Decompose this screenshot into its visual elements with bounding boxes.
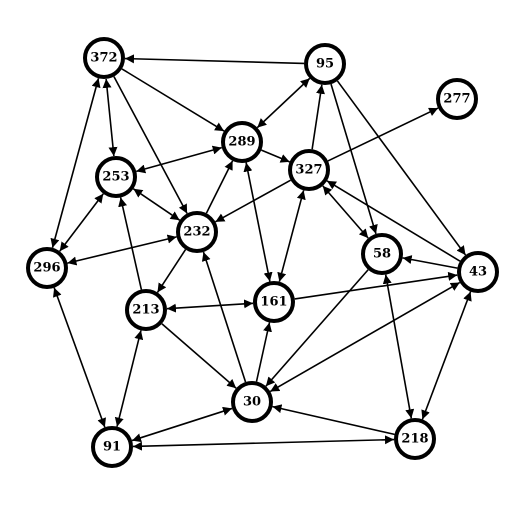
- node-label: 218: [401, 432, 428, 447]
- node-253: 253: [95, 156, 137, 198]
- edge-232-213: [156, 249, 187, 293]
- node-label: 58: [373, 247, 391, 262]
- node-label: 296: [33, 261, 60, 276]
- edge-layer: [50, 54, 472, 451]
- node-label: 213: [132, 303, 159, 318]
- node-289: 289: [221, 121, 263, 163]
- edge-296-91: [53, 287, 106, 428]
- edge-43-327: [326, 180, 461, 262]
- node-circle: [231, 381, 273, 423]
- node-label: 30: [243, 395, 261, 410]
- node-296: 296: [26, 247, 68, 289]
- node-label: 289: [228, 135, 255, 150]
- edge-253-232: [132, 188, 181, 221]
- node-label: 91: [103, 440, 121, 455]
- edge-289-253: [136, 145, 222, 174]
- edge-213-161: [166, 299, 254, 313]
- node-213: 213: [125, 289, 167, 331]
- node-circle: [394, 418, 436, 460]
- edge-327-58: [322, 185, 369, 239]
- node-label: 327: [295, 163, 322, 178]
- edge-289-327: [261, 149, 290, 163]
- edge-30-232: [201, 251, 247, 383]
- node-circle: [95, 156, 137, 198]
- edge-327-161: [277, 190, 306, 282]
- edge-30-161: [255, 322, 272, 382]
- node-label: 372: [90, 51, 117, 66]
- edge-213-91: [114, 330, 144, 427]
- edge-253-296: [59, 193, 104, 252]
- edge-95-43: [336, 80, 467, 256]
- node-circle: [221, 121, 263, 163]
- edge-372-253: [102, 78, 118, 157]
- edge-213-253: [118, 197, 143, 290]
- node-circle: [304, 43, 346, 85]
- edge-95-58: [330, 83, 378, 235]
- edge-218-91: [132, 435, 395, 451]
- node-circle: [288, 149, 330, 191]
- node-43: 43: [457, 251, 499, 293]
- edge-372-289: [121, 68, 225, 132]
- node-58: 58: [361, 233, 403, 275]
- node-circle: [26, 247, 68, 289]
- node-circle: [125, 289, 167, 331]
- edge-232-289: [205, 160, 234, 214]
- node-circle: [83, 37, 125, 79]
- node-layer: 372 95 277 289 327 253 232 296 58 43 213 161 30 91 218: [26, 37, 499, 468]
- edge-95-289: [256, 77, 311, 129]
- node-327: 327: [288, 149, 330, 191]
- edge-58-218: [382, 274, 415, 419]
- edge-327-95: [311, 84, 325, 150]
- edge-43-58: [402, 255, 458, 269]
- edge-232-296: [67, 234, 177, 266]
- edge-218-30: [272, 404, 395, 436]
- edge-30-91: [131, 406, 233, 443]
- edge-327-277: [327, 107, 439, 162]
- node-label: 43: [469, 265, 487, 280]
- node-label: 95: [316, 57, 334, 72]
- node-circle: [253, 281, 295, 323]
- edge-95-372: [124, 54, 305, 65]
- edge-43-218: [421, 291, 472, 420]
- node-372: 372: [83, 37, 125, 79]
- edge-161-43: [294, 271, 458, 300]
- node-circle: [436, 78, 478, 120]
- node-circle: [457, 251, 499, 293]
- node-label: 232: [183, 225, 210, 240]
- node-label: 161: [260, 295, 287, 310]
- node-218: 218: [394, 418, 436, 460]
- node-161: 161: [253, 281, 295, 323]
- node-circle: [361, 233, 403, 275]
- node-30: 30: [231, 381, 273, 423]
- edge-327-232: [214, 179, 292, 223]
- node-95: 95: [304, 43, 346, 85]
- node-label: 253: [102, 170, 129, 185]
- edge-213-30: [161, 323, 237, 389]
- node-circle: [91, 426, 133, 468]
- node-circle: [176, 211, 218, 253]
- node-label: 277: [443, 92, 470, 107]
- node-232: 232: [176, 211, 218, 253]
- node-91: 91: [91, 426, 133, 468]
- edge-372-296: [50, 78, 101, 248]
- edge-289-161: [243, 162, 273, 282]
- node-277: 277: [436, 78, 478, 120]
